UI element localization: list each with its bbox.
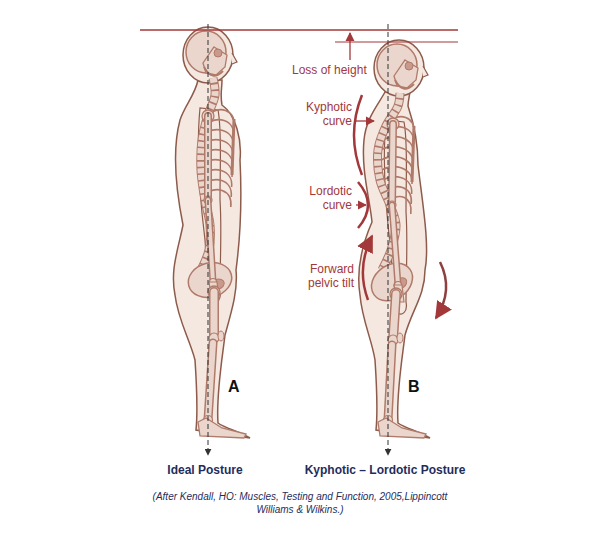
foot-bones	[198, 418, 246, 438]
leader-arrow	[356, 204, 366, 205]
bone-shaft	[392, 205, 398, 285]
nose-outline	[232, 53, 237, 64]
bone-shaft-fill	[392, 124, 393, 205]
annotation-label: Lordotic curve	[290, 184, 352, 212]
leader-arrow	[349, 33, 350, 60]
sternum	[412, 126, 414, 182]
annotations	[140, 30, 458, 318]
skull	[377, 44, 418, 89]
annotation-label: Loss of height	[292, 63, 384, 77]
bone-shaft-fill	[211, 292, 218, 338]
height-line	[140, 29, 458, 31]
plumb-line	[388, 24, 389, 455]
patella	[397, 333, 403, 343]
bone-shaft	[393, 294, 396, 340]
bone-shaft	[388, 345, 392, 420]
figure-letter: A	[228, 378, 248, 396]
bone-shaft-fill	[208, 343, 213, 420]
head-outline	[374, 40, 424, 96]
jaw	[204, 67, 223, 76]
rotation-arrow	[436, 262, 446, 318]
figure-title: Ideal Posture	[130, 463, 280, 477]
body-outline	[359, 90, 430, 438]
bone-shaft-fill	[388, 345, 392, 420]
face-bones	[394, 60, 418, 88]
rotation-arrow	[363, 236, 372, 300]
bone-shaft	[392, 124, 393, 205]
bone-shaft	[208, 343, 213, 420]
figure-title: Kyphotic – Lordotic Posture	[285, 463, 485, 477]
patella	[218, 331, 224, 341]
annotation-label: Kyphotic curve	[290, 100, 352, 128]
leader-arrow	[356, 120, 374, 121]
height-line	[335, 41, 458, 42]
sternum	[232, 119, 234, 175]
bone-shaft	[208, 200, 213, 282]
bone-shaft-fill	[208, 200, 213, 282]
skull	[186, 31, 227, 76]
jaw	[395, 80, 414, 89]
face-bones	[203, 47, 227, 75]
bone-shaft	[209, 292, 219, 338]
figure-letter: B	[408, 378, 428, 396]
plumb-line	[208, 24, 209, 455]
foot-bones	[378, 418, 426, 438]
skeleton-figure	[359, 24, 430, 455]
nose-outline	[423, 66, 428, 77]
eye-socket	[405, 62, 413, 70]
curve-bracket	[354, 95, 362, 175]
bone-shaft-fill	[392, 205, 398, 285]
eye-socket	[214, 49, 222, 57]
source-caption: (After Kendall, HO: Muscles, Testing and…	[135, 490, 465, 516]
skeleton-figure	[173, 24, 250, 455]
body-outline	[173, 80, 250, 438]
bone-shaft-fill	[393, 294, 396, 340]
annotation-label: Forward pelvic tilt	[288, 262, 354, 290]
